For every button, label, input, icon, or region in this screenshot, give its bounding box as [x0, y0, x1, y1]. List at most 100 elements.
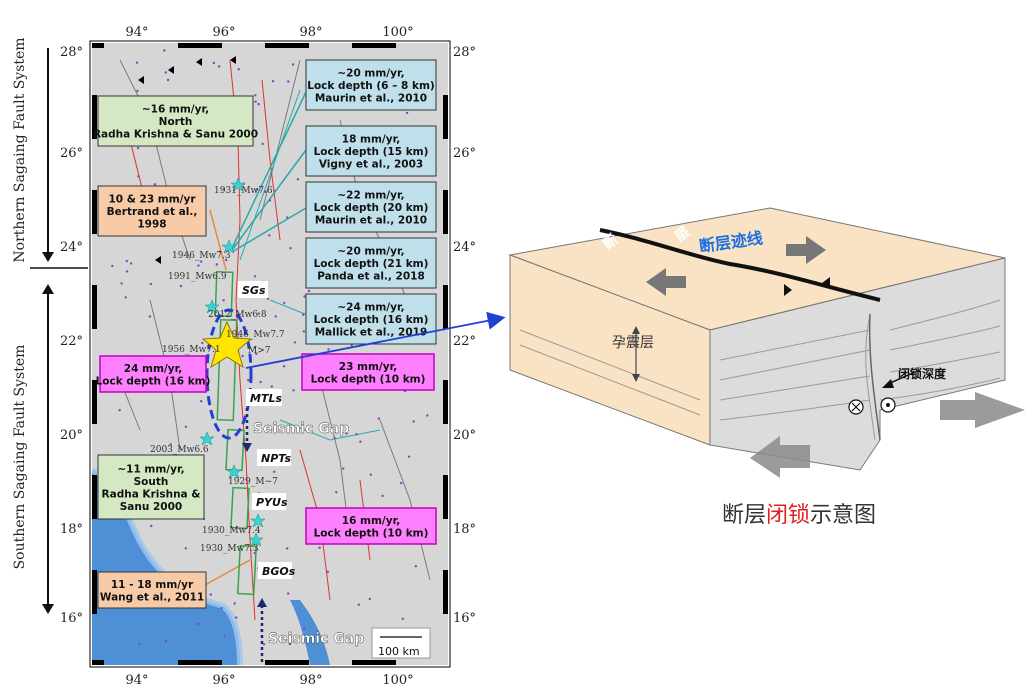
- seismicity-dot: [350, 344, 353, 347]
- seismicity-dot: [136, 146, 140, 150]
- seismogenic-layer-label: 孕震层: [612, 335, 654, 351]
- seismicity-dot: [302, 313, 305, 316]
- seismicity-dot: [259, 380, 262, 384]
- quake-label: 1946_Mw7.3: [172, 251, 231, 261]
- segment-label: SGs: [242, 284, 266, 297]
- scale-bar-label: 100 km: [378, 645, 420, 658]
- quake-label: 1931_Mw7.6: [214, 186, 273, 196]
- motion-arrow-icon: [646, 268, 686, 296]
- seismicity-dot: [137, 175, 140, 178]
- seismicity-dot: [125, 270, 129, 273]
- seismicity-dot: [254, 94, 257, 97]
- lat-tick-right: 20°: [453, 428, 476, 443]
- seismicity-dot: [266, 297, 269, 300]
- seismicity-dot: [264, 190, 267, 193]
- seismicity-dot: [254, 100, 257, 103]
- quake-label: M>7: [248, 346, 271, 356]
- seismicity-dot: [241, 354, 244, 358]
- seismicity-dot: [118, 409, 121, 412]
- lon-tick-bottom: 96°: [212, 673, 235, 688]
- seismicity-dot: [111, 264, 114, 268]
- lat-tick-right: 18°: [453, 522, 476, 537]
- lat-tick-right: 16°: [453, 611, 476, 626]
- seismicity-dot: [401, 617, 404, 620]
- quake-label: 1929_M~7: [228, 477, 278, 487]
- seismicity-dot: [149, 282, 153, 286]
- system-indicators: Northern Sagaing Fault System Southern S…: [12, 37, 88, 614]
- quake-star-icon: [248, 532, 264, 547]
- left-info-box-line: Wang et al., 2011: [100, 591, 204, 603]
- seismicity-dot: [286, 547, 289, 550]
- right-info-box-line: ~24 mm/yr,: [337, 302, 404, 314]
- right-info-box: [305, 507, 437, 545]
- lat-tick-right: 28°: [453, 45, 476, 60]
- seismicity-dot: [222, 299, 225, 302]
- right-info-box-line: Panda et al., 2018: [317, 271, 425, 283]
- seismicity-dot: [217, 65, 221, 68]
- caption-after: 示意图: [810, 503, 876, 528]
- seismicity-dot: [292, 389, 295, 392]
- seismicity-dot: [196, 622, 200, 626]
- seismicity-dot: [369, 473, 372, 476]
- right-info-box-line: Maurin et al., 2010: [315, 93, 427, 105]
- right-info-box-line: Mallick et al., 2019: [315, 327, 428, 339]
- right-info-box: [305, 181, 437, 233]
- lon-tick-top: 98°: [299, 25, 322, 40]
- seismicity-dot: [288, 642, 292, 646]
- quake-star-icon: [221, 239, 237, 254]
- seismicity-dot: [179, 284, 183, 288]
- seismicity-dot: [163, 49, 166, 52]
- lon-tick-bottom: 94°: [125, 673, 148, 688]
- caption: 断层闭锁示意图: [722, 503, 876, 528]
- lat-tick-left: 24°: [60, 240, 83, 255]
- lat-tick-left: 20°: [60, 428, 83, 443]
- segment-label: BGOs: [262, 565, 296, 578]
- seismicity-dot: [209, 593, 212, 596]
- right-info-box-line: Maurin et al., 2010: [315, 215, 427, 227]
- seismicity-dot: [333, 436, 336, 440]
- seismicity-dot: [255, 188, 259, 191]
- quake-star-icon: [250, 513, 266, 528]
- left-info-box-line: ~11 mm/yr,: [117, 463, 184, 475]
- seismicity-dot: [355, 433, 358, 436]
- seismicity-dot: [201, 341, 204, 345]
- seismicity-dot: [287, 80, 290, 83]
- northern-system-label: Northern Sagaing Fault System: [12, 37, 28, 262]
- seismicity-dot: [318, 546, 321, 549]
- seismicity-dot: [138, 643, 141, 646]
- left-info-box: [99, 355, 207, 393]
- left-info-box: [97, 95, 254, 147]
- lon-tick-top: 96°: [212, 25, 235, 40]
- seismicity-dot: [291, 63, 295, 66]
- seismicity-dot: [342, 467, 345, 470]
- seismicity-dot: [257, 312, 260, 315]
- seismicity-dot: [223, 635, 226, 638]
- left-info-box-line: Bertrand et al.,: [107, 206, 198, 218]
- left-info-box-line: South: [134, 476, 169, 488]
- lon-tick-bottom: 98°: [299, 673, 322, 688]
- seismicity-dot: [235, 616, 238, 619]
- seismicity-dot: [136, 89, 139, 93]
- motion-arrow-icon: [750, 436, 810, 478]
- seismicity-dot: [253, 275, 257, 278]
- seismicity-dot: [283, 301, 286, 305]
- block-side-face: [709, 257, 1006, 471]
- seismicity-dot: [368, 597, 371, 601]
- lon-tick-bottom: 100°: [382, 673, 413, 688]
- quake-label: 1930_Mw7.3: [200, 544, 259, 554]
- right-info-box-line: Lock depth (20 km): [314, 202, 429, 214]
- right-info-box-line: Vigny et al., 2003: [319, 159, 423, 171]
- seismicity-dot: [302, 330, 306, 333]
- seismicity-dot: [184, 425, 188, 428]
- seismicity-dot: [120, 282, 123, 285]
- seismicity-dot: [215, 263, 218, 266]
- right-info-box: [305, 125, 437, 177]
- right-info-box-line: ~22 mm/yr,: [337, 190, 404, 202]
- seismicity-dot: [262, 643, 266, 646]
- seismicity-dot: [135, 61, 139, 64]
- segment-label: MTLs: [250, 392, 282, 405]
- seismicity-dot: [261, 142, 264, 146]
- quake-label: 2012_Mw6.8: [208, 310, 267, 320]
- seismicity-dot: [257, 102, 260, 106]
